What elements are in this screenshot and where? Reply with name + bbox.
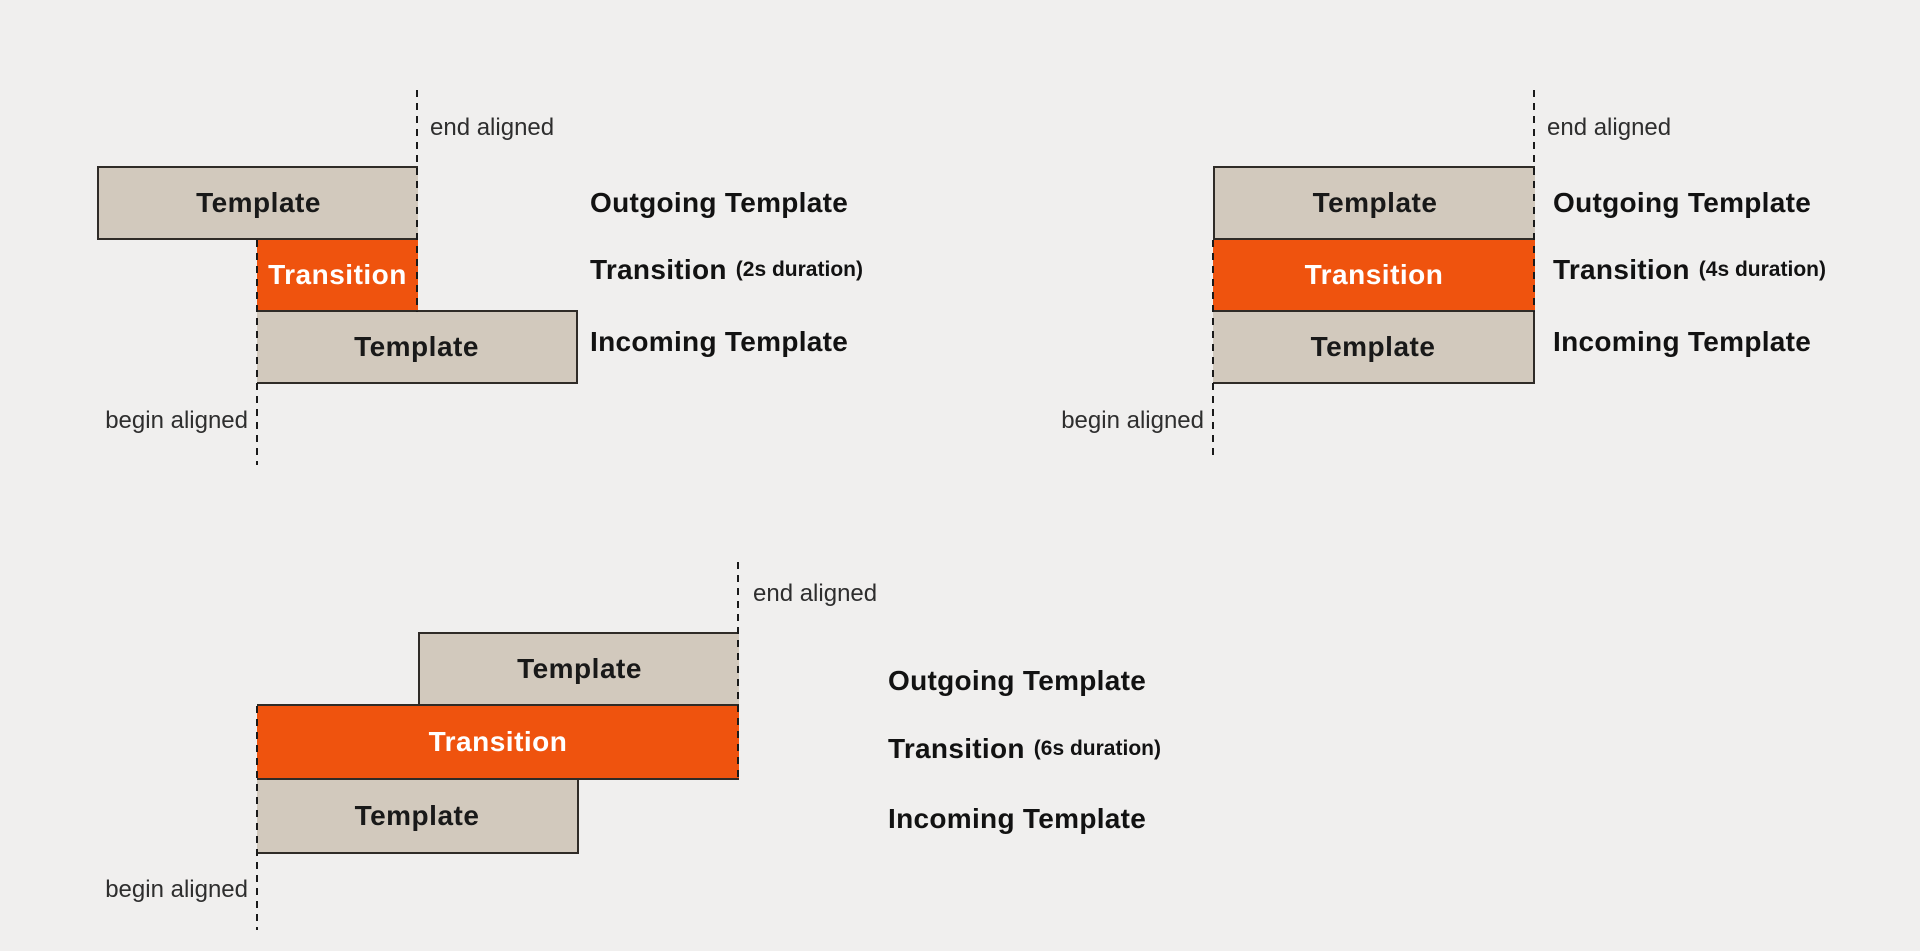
end-aligned-label: end aligned [430,114,555,141]
outgoing-template-box: Template [97,166,418,240]
legend-incoming-template: Incoming Template [888,803,1147,834]
transition-box: Transition [1213,238,1535,312]
end-aligned-line [1533,90,1535,312]
transition-box: Transition [257,238,418,312]
transition-box: Transition [257,704,739,780]
outgoing-template-box-label: Template [1312,187,1438,218]
outgoing-template-box-label: Template [196,187,321,218]
begin-aligned-line [1212,240,1214,460]
end-aligned-line [737,562,739,780]
outgoing-template-box: Template [1213,166,1535,240]
begin-aligned-label: begin aligned [105,407,248,434]
legend-transition-duration: (2s duration) [735,258,863,281]
begin-aligned-label: begin aligned [1061,407,1204,434]
outgoing-template-box: Template [418,632,739,706]
legend-transition: Transition (2s duration) [590,254,863,285]
legend-transition-duration: (6s duration) [1033,737,1161,760]
incoming-template-box-label: Template [354,800,480,831]
end-aligned-label: end aligned [1547,114,1672,141]
legend-outgoing-template: Outgoing Template [1553,187,1812,218]
legend-outgoing-template: Outgoing Template [590,187,849,218]
legend-outgoing-template: Outgoing Template [888,665,1147,696]
transition-box-label: Transition [1304,259,1444,290]
incoming-template-box-label: Template [1310,331,1436,362]
incoming-template-box: Template [1213,310,1535,384]
incoming-template-box: Template [257,310,578,384]
legend-transition-duration: (4s duration) [1698,258,1826,281]
incoming-template-box-label: Template [354,331,479,362]
begin-aligned-label: begin aligned [105,876,248,903]
begin-aligned-line [256,706,258,930]
end-aligned-label: end aligned [753,580,878,607]
transition-box-label: Transition [428,726,568,757]
transition-box-label: Transition [268,259,407,290]
begin-aligned-line [256,240,258,465]
legend-transition: Transition (4s duration) [1553,254,1826,285]
legend-transition: Transition (6s duration) [888,733,1161,764]
legend-incoming-template: Incoming Template [1553,326,1812,357]
legend-incoming-template: Incoming Template [590,326,849,357]
incoming-template-box: Template [257,778,579,854]
outgoing-template-box-label: Template [517,653,642,684]
end-aligned-line [416,90,418,312]
